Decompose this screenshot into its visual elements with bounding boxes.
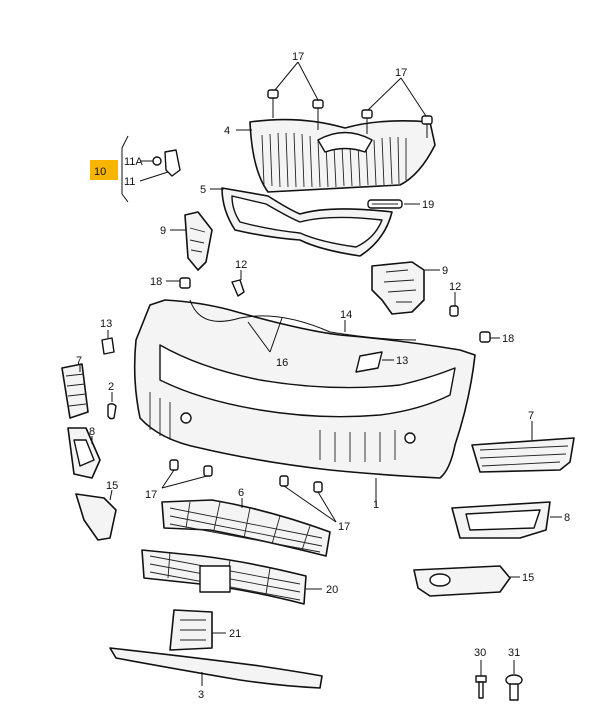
upper-grille-part: [249, 118, 436, 193]
fog-frame-8-left: [67, 427, 101, 479]
clip-18-left: [166, 277, 191, 289]
label-16: 16: [276, 357, 288, 369]
label-14: 14: [340, 309, 352, 321]
label-7-right: 7: [528, 410, 534, 422]
clip-17-lower-left: [161, 459, 213, 489]
screw-31: [505, 660, 523, 701]
bolt-12-right: [449, 292, 459, 317]
side-grille-7-right: [471, 421, 575, 473]
label-9-right: 9: [442, 265, 448, 277]
lower-grille-6: [161, 498, 331, 557]
bolt-12-upper: [231, 270, 245, 297]
label-15-left: 15: [106, 480, 118, 492]
label-17b: 17: [395, 67, 407, 79]
label-5: 5: [200, 184, 206, 196]
label-8-left: 8: [89, 426, 95, 438]
fog-lamp-15-left: [75, 489, 117, 541]
label-30: 30: [474, 647, 486, 659]
cap-13-left: [101, 330, 115, 355]
bracket-9-right: [371, 261, 440, 315]
tow-cover-13: [355, 351, 394, 373]
lower-grille-20: [141, 549, 322, 605]
clip-18-right: [479, 331, 500, 343]
label-11a: 11A: [124, 156, 143, 168]
bracket-9-left: [170, 211, 213, 271]
highlight-box: [90, 160, 118, 180]
label-17d: 17: [338, 521, 350, 533]
label-13-right: 13: [396, 355, 408, 367]
clip-17-top-left: [267, 89, 324, 130]
label-15-right: 15: [522, 572, 534, 584]
clip-2: [107, 392, 117, 420]
wiring-harness: [189, 299, 417, 353]
label-12-upper: 12: [235, 259, 247, 271]
spoiler-3: [109, 647, 323, 689]
label-2: 2: [108, 381, 114, 393]
label-18-left: 18: [150, 276, 162, 288]
label-9-left: 9: [160, 225, 166, 237]
fog-frame-8-right: [451, 501, 562, 539]
label-17c: 17: [145, 489, 157, 501]
bracket-21: [169, 609, 226, 651]
label-21: 21: [229, 628, 241, 640]
label-3: 3: [198, 689, 204, 701]
clip-17-top-right: [361, 109, 433, 138]
bracket-group-10: [90, 135, 181, 203]
label-4: 4: [224, 125, 230, 137]
label-12-right: 12: [449, 281, 461, 293]
label-6: 6: [238, 487, 244, 499]
label-20: 20: [326, 584, 338, 596]
label-11: 11: [124, 176, 135, 188]
label-7-left: 7: [76, 355, 82, 367]
label-18-right: 18: [502, 333, 514, 345]
grille-frame-part: [210, 187, 393, 257]
label-10: 10: [94, 166, 106, 178]
label-1: 1: [373, 499, 379, 511]
badge-19: [367, 199, 420, 209]
clip-17-lower-right: [279, 475, 337, 523]
label-17a: 17: [292, 51, 304, 63]
label-13-left: 13: [100, 318, 112, 330]
screw-30: [475, 660, 487, 699]
side-grille-7-left: [61, 363, 89, 419]
label-8-right: 8: [564, 512, 570, 524]
label-19: 19: [422, 199, 434, 211]
fog-lamp-15-right: [413, 565, 520, 597]
bumper-cover-part: [133, 299, 476, 506]
label-31: 31: [508, 647, 520, 659]
